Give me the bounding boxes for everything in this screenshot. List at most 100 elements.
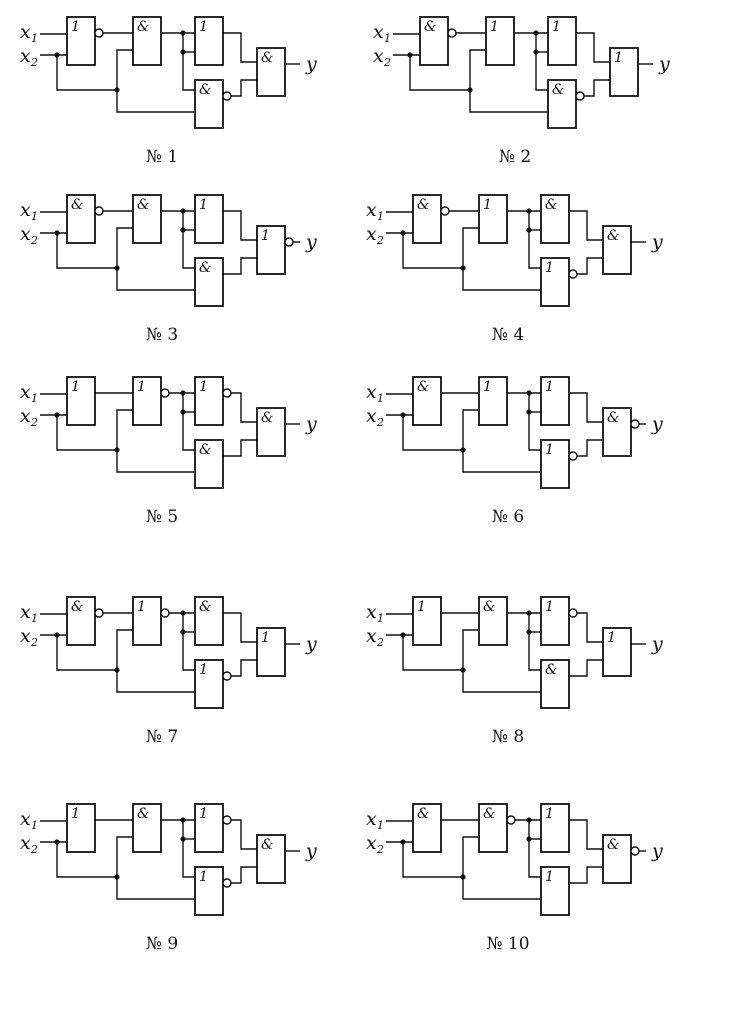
inversion-circle	[440, 206, 450, 216]
circuit-caption: № 4	[492, 325, 524, 345]
x1-subscript: 1	[384, 32, 391, 45]
circuit-caption: № 1	[146, 147, 178, 167]
gate-5	[256, 627, 286, 677]
wire	[462, 409, 479, 450]
gate-symbol: 1	[71, 379, 80, 395]
gate-symbol: 1	[417, 599, 426, 615]
output-y-label: y	[305, 840, 317, 862]
gate-symbol: 1	[71, 19, 80, 35]
gate-4	[540, 866, 570, 916]
gate-symbol: &	[607, 410, 619, 426]
inversion-circle	[630, 846, 640, 856]
x1-label: x	[366, 808, 377, 830]
gate-2	[478, 194, 508, 244]
inversion-circle	[222, 91, 232, 101]
gate-5	[602, 627, 632, 677]
inversion-circle	[447, 28, 457, 38]
wire	[469, 49, 486, 90]
wire	[116, 49, 133, 90]
gate-symbol: &	[417, 806, 429, 822]
wire	[462, 670, 541, 693]
gate-symbol: 1	[545, 806, 554, 822]
x2-subscript: 2	[383, 56, 391, 69]
gate-symbol: &	[545, 662, 557, 678]
gate-3	[540, 376, 570, 426]
x1-subscript: 1	[377, 819, 384, 832]
inversion-circle	[94, 206, 104, 216]
gate-symbol: &	[71, 599, 83, 615]
gate-2	[478, 376, 508, 426]
x2-subscript: 2	[30, 234, 38, 247]
inversion-circle	[630, 419, 640, 429]
gate-symbol: &	[199, 82, 211, 98]
gate-symbol: &	[199, 599, 211, 615]
gate-symbol: 1	[545, 869, 554, 885]
x2-subscript: 2	[30, 56, 38, 69]
gate-symbol: 1	[199, 379, 208, 395]
output-y-label: y	[305, 413, 317, 435]
wire	[116, 268, 195, 291]
gate-symbol: &	[199, 442, 211, 458]
gate-symbol: &	[137, 197, 149, 213]
output-y-label: y	[651, 840, 663, 862]
inversion-circle	[222, 388, 232, 398]
inversion-circle	[94, 608, 104, 618]
x2-subscript: 2	[376, 234, 384, 247]
circuit-caption: № 3	[146, 325, 178, 345]
wire	[569, 866, 603, 884]
inversion-circle	[568, 451, 578, 461]
wire	[116, 227, 133, 268]
x1-label: x	[20, 21, 31, 43]
wire	[182, 33, 195, 91]
gate-4	[194, 79, 224, 129]
gate-symbol: 1	[71, 806, 80, 822]
gate-symbol: &	[424, 19, 436, 35]
x2-label: x	[373, 45, 384, 67]
output-y-label: y	[305, 231, 317, 253]
x2-label: x	[366, 625, 377, 647]
circuit-caption: № 9	[146, 934, 178, 954]
wire	[462, 268, 541, 291]
wire	[577, 257, 603, 275]
gate-symbol: 1	[490, 19, 499, 35]
inversion-circle	[160, 608, 170, 618]
wire	[528, 211, 541, 269]
circuit-caption: № 7	[146, 727, 178, 747]
wire	[528, 613, 541, 671]
wire	[569, 819, 603, 850]
wire	[528, 820, 541, 878]
gate-symbol: 1	[545, 599, 554, 615]
gate-3	[540, 803, 570, 853]
circuit-caption: № 8	[492, 727, 524, 747]
wire	[116, 836, 133, 877]
x1-subscript: 1	[377, 392, 384, 405]
wire	[56, 233, 117, 269]
x1-label: x	[366, 601, 377, 623]
output-y-label: y	[305, 53, 317, 75]
wire	[223, 32, 257, 63]
output-y-label: y	[305, 633, 317, 655]
gate-1	[419, 16, 449, 66]
inversion-circle	[284, 237, 294, 247]
gate-2	[485, 16, 515, 66]
gate-2	[132, 803, 162, 853]
wire	[56, 55, 117, 91]
gate-symbol: 1	[614, 50, 623, 66]
wire	[56, 415, 117, 451]
wire	[116, 629, 133, 670]
gate-3	[194, 596, 224, 646]
wire	[231, 79, 257, 97]
gate-4	[540, 439, 570, 489]
x1-subscript: 1	[31, 210, 38, 223]
x1-label: x	[366, 199, 377, 221]
wire	[402, 233, 463, 269]
gate-5	[602, 225, 632, 275]
gate-symbol: &	[607, 228, 619, 244]
